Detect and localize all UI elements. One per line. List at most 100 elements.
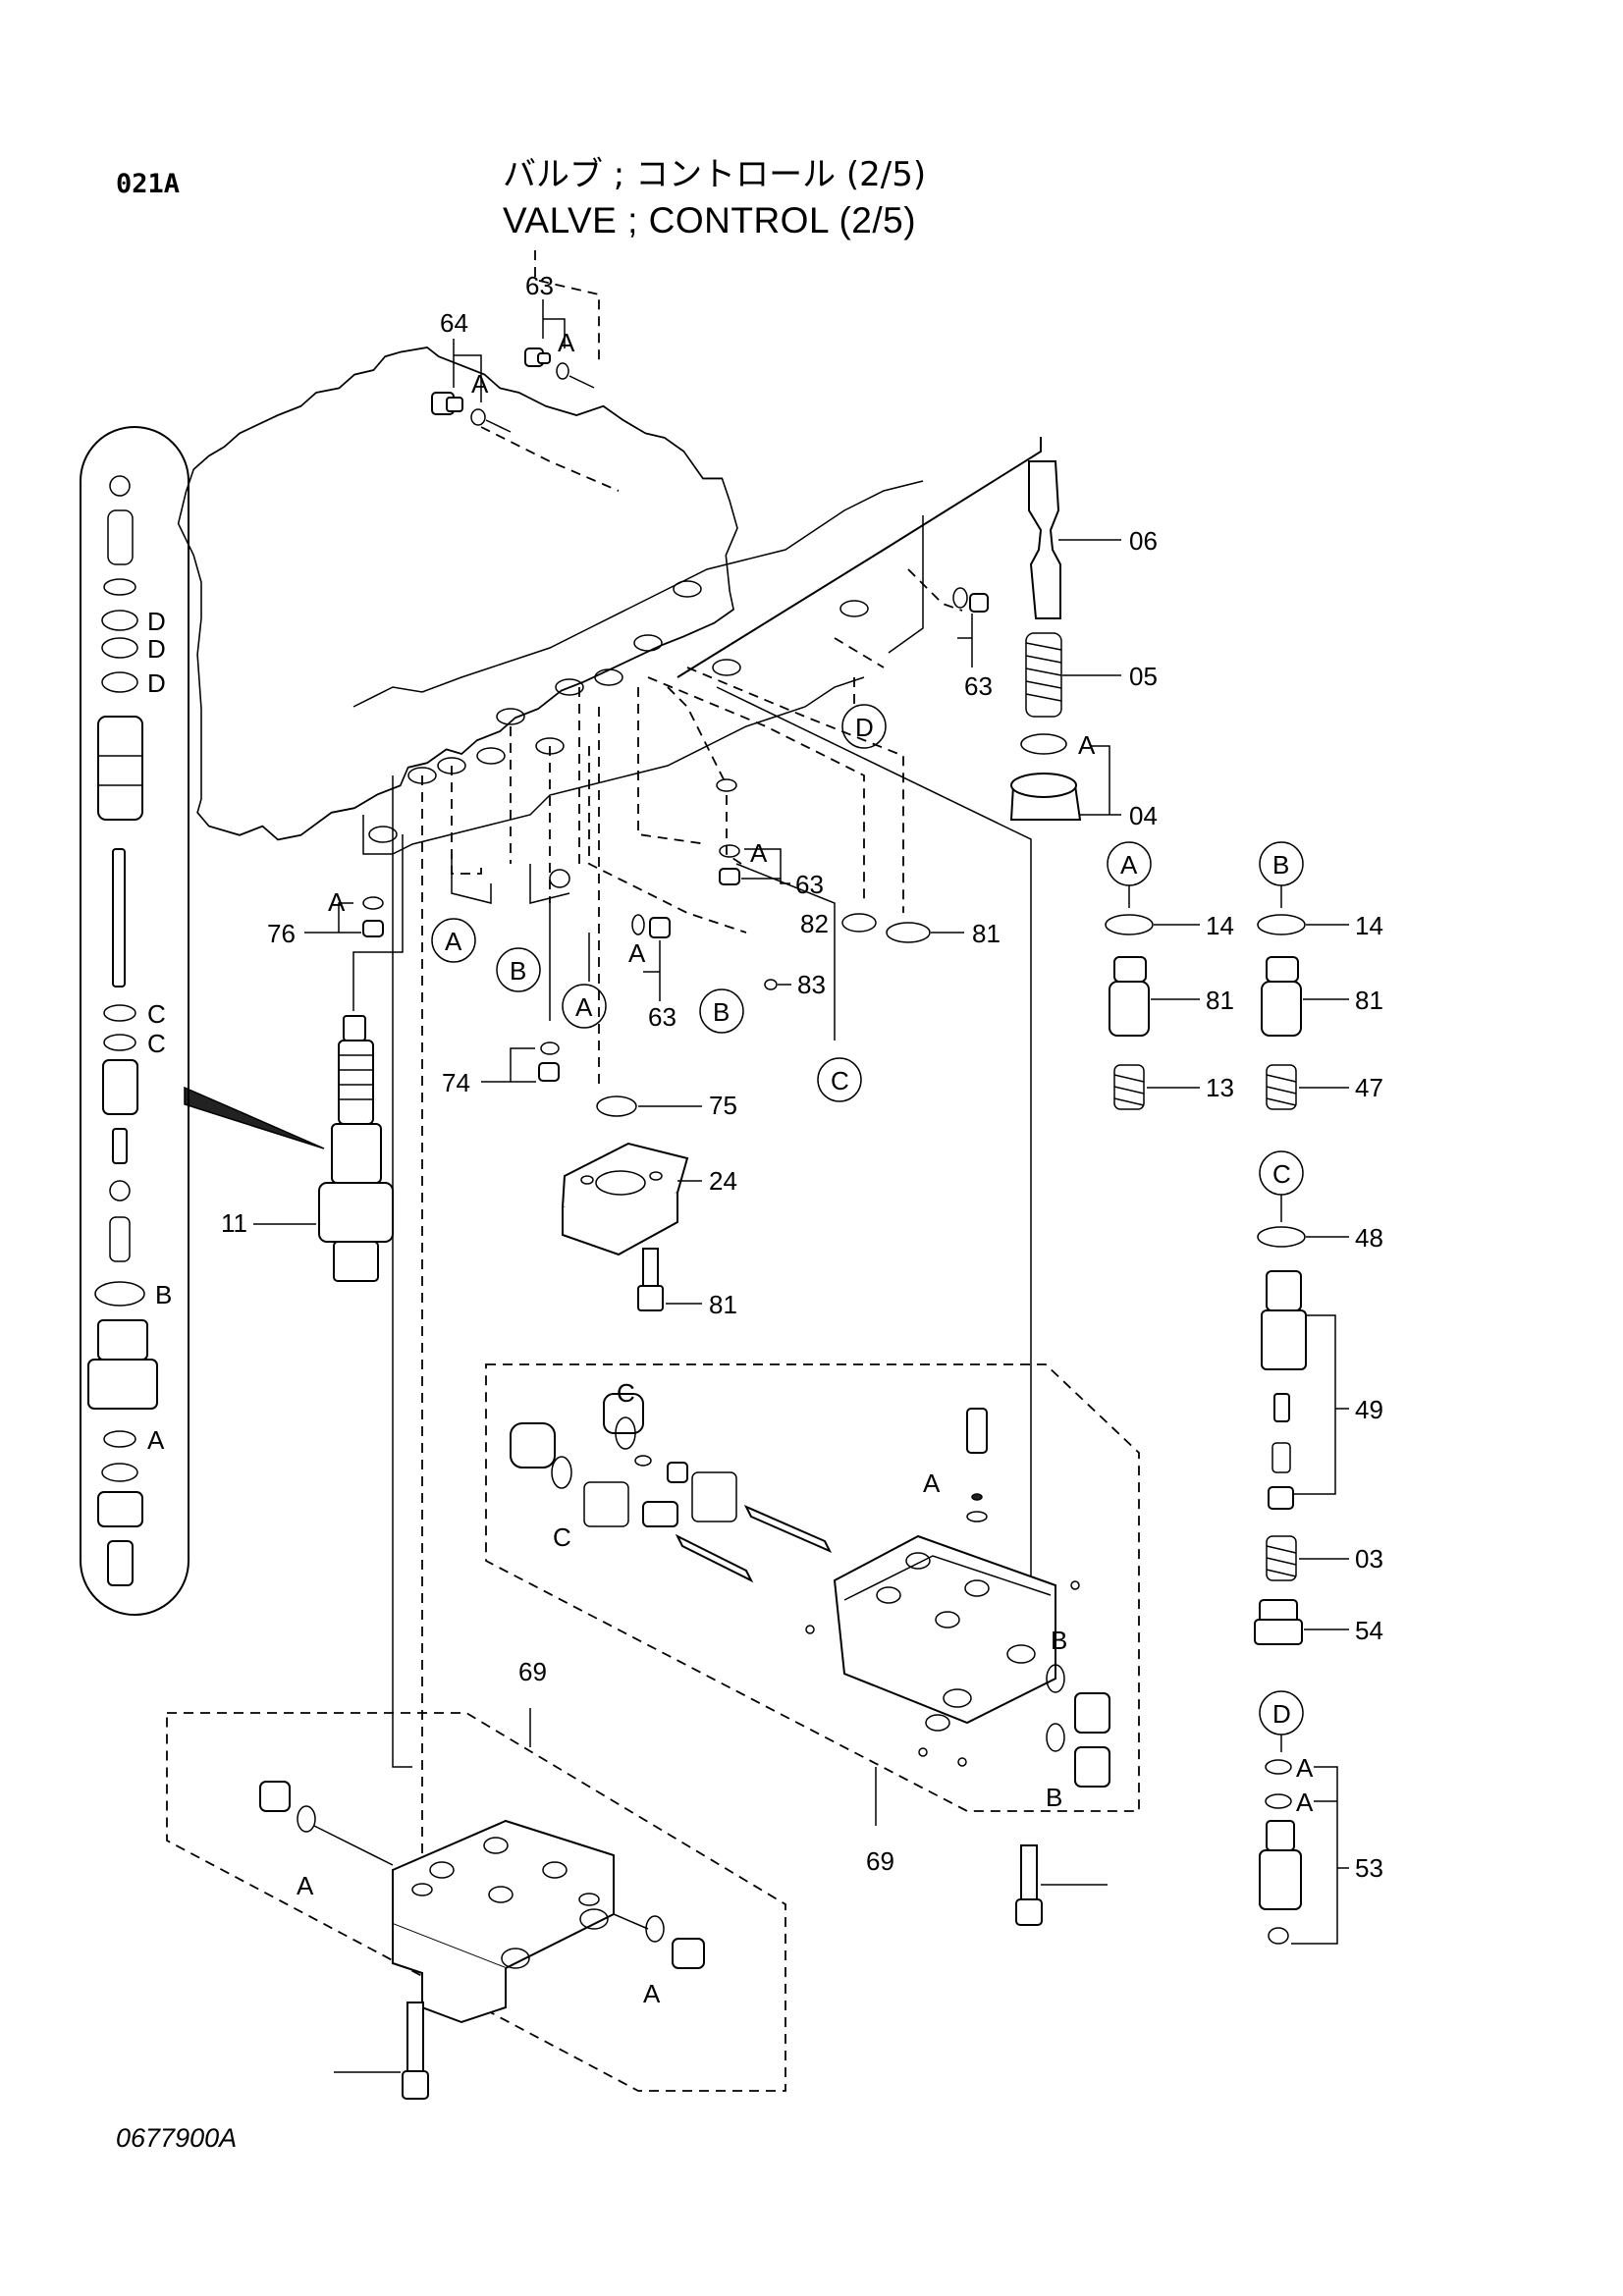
plug-63-right [952,587,989,613]
callout-81-a: 14 [1206,911,1234,940]
check-13 [1261,956,1302,1037]
oring-03-b [1265,1793,1292,1809]
plug-49 [1254,1599,1303,1645]
ref-a-54-right: A [643,1979,661,2008]
circled-b-2: B [713,997,730,1027]
inset-ref-c-2: C [147,1029,166,1058]
circled-ref-a-right [1107,841,1152,908]
flange-74 [561,1142,689,1256]
plug-63-top [524,347,595,389]
callout-81-body: 81 [972,919,1001,948]
plug-63-center [631,914,671,938]
check-11 [1109,956,1150,1037]
circled-ref-d-right [1259,1690,1304,1752]
circled-c-right: C [1272,1159,1291,1189]
circled-a-2: A [575,992,593,1022]
oring-04 [1020,733,1067,755]
plug-63-mid [719,844,740,885]
callout-06: 06 [1129,526,1158,556]
circled-ref-d-body [841,704,887,749]
circled-d-right: D [1272,1699,1291,1729]
callout-47: 49 [1355,1395,1383,1424]
circled-b-right: B [1272,850,1289,880]
valve-24 [318,1015,394,1282]
ref-a-64: A [471,369,489,399]
oring-03-a [1265,1759,1292,1775]
valve-47 [1261,1270,1336,1510]
circled-a-1: A [445,927,462,956]
title-english: VALVE ; CONTROL (2/5) [503,200,917,240]
callout-63-left: 76 [267,919,296,948]
bolt-69-bottom [402,2002,429,2100]
ref-c-53-top: C [617,1378,635,1408]
circled-labels: A B A B C D A B C D [431,713,1291,1729]
callout-14-a: 13 [1206,1073,1234,1102]
callout-63-right: 63 [964,671,993,701]
ref-a-03-1: A [1296,1753,1314,1783]
callout-03: 53 [1355,1853,1383,1883]
inset-ref-a: A [147,1425,165,1455]
inset-pointer [184,1086,325,1149]
spring-05 [1025,632,1062,718]
small-ref-labels: A A A A A A D D D C C B A C C A B B A A … [147,328,1314,2008]
spool-06 [1028,460,1061,619]
circled-a-right: A [1120,850,1138,880]
callout-53: 69 [866,1846,894,1876]
oring-81-a [1105,914,1154,935]
oring-81-b [1257,914,1306,935]
spring-14-b [1266,1064,1297,1110]
inset-ref-b: B [155,1280,172,1309]
callout-49: 54 [1355,1616,1383,1645]
ref-a-53: A [923,1468,941,1498]
callout-74: 24 [709,1166,737,1196]
assembly-54 [166,1708,786,2092]
drawing-number: 0677900A [116,2123,238,2153]
callout-81-c: 48 [1355,1223,1383,1253]
bolt-69-right [1015,1844,1043,1926]
callout-63-mid: 63 [795,870,824,899]
circled-c-1: C [831,1066,849,1095]
callout-76: 75 [709,1091,737,1120]
assembly-53 [485,1363,1140,1826]
circled-ref-c-right [1259,1150,1304,1222]
inset-detail [80,426,189,1616]
callout-63-center: 63 [648,1002,676,1032]
bolt-75 [637,1248,664,1311]
ref-a-54-left: A [297,1871,314,1900]
callout-81-b: 14 [1355,911,1383,940]
circled-b-1: B [510,956,526,986]
callout-64: 64 [440,308,468,338]
callout-05: 05 [1129,662,1158,691]
ref-b-53-top: B [1051,1626,1067,1655]
callout-11: 81 [1206,986,1234,1015]
plug-63-lower [538,1041,560,1082]
oring-81-c [1257,1226,1306,1248]
ref-a-center: A [628,938,646,968]
spring-14-a [1113,1064,1145,1110]
plug-63-left [362,896,384,937]
valve-body [177,347,924,904]
ref-c-53-bottom: C [553,1522,571,1552]
callout-48: 03 [1355,1544,1383,1574]
callout-24: 11 [221,1208,247,1238]
callout-82: 82 [800,909,829,938]
inset-ref-d-2: D [147,634,166,664]
solid-leaders [352,437,1042,1768]
callout-04: 04 [1129,801,1158,830]
callout-75: 81 [709,1290,737,1319]
callout-54: 69 [518,1657,547,1686]
valve-03 [1259,1766,1338,1945]
plug-64 [431,392,512,433]
oring-83 [764,979,778,990]
callout-63-top: 63 [525,271,554,300]
ref-a-63-top: A [558,328,575,357]
oring-81 [886,922,931,943]
ref-a-mid: A [750,838,768,868]
title-japanese: バルブ ; コントロール (2/5) [503,155,927,194]
dashed-leaders [421,250,963,1875]
circled-ref-b-right [1259,841,1304,908]
circled-d-1: D [855,713,874,742]
page-code: 021A [116,169,181,199]
callout-14-b: 47 [1355,1073,1383,1102]
